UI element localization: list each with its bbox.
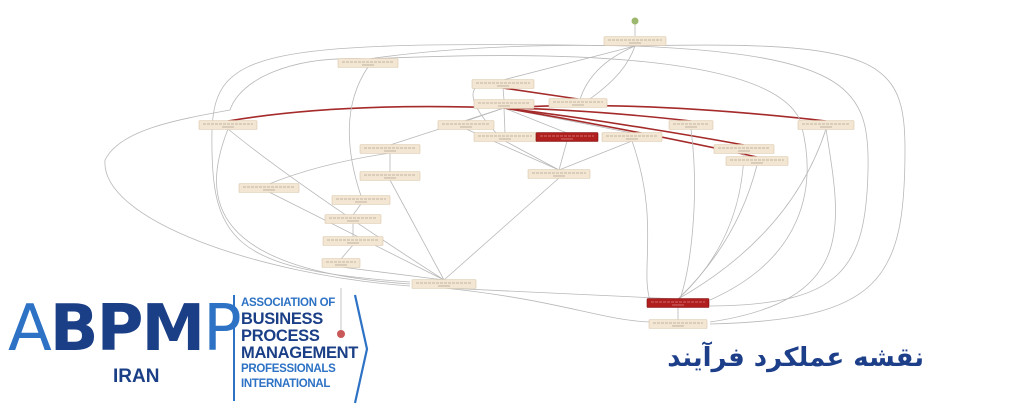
activity-node[interactable]: [473, 132, 537, 142]
end-event-icon: [337, 330, 345, 338]
process-edge: [502, 87, 579, 100]
process-edge: [268, 152, 391, 185]
activity-node[interactable]: [471, 79, 535, 89]
process-map-edges: [104, 24, 906, 330]
activity-node[interactable]: [198, 120, 258, 130]
logo-letter-a: A: [8, 292, 52, 366]
logo-line-process: PROCESS: [241, 327, 320, 345]
activity-node[interactable]: [359, 144, 421, 154]
logo-line-business: BUSINESS: [241, 310, 323, 328]
process-loop-edge: [634, 44, 906, 325]
logo-line-professionals: PROFESSIONALS: [241, 363, 336, 375]
activity-node[interactable]: [668, 120, 714, 130]
logo-divider: [233, 295, 235, 401]
process-edge: [504, 140, 560, 171]
process-loop-edge: [631, 140, 651, 301]
logo-line-international: INTERNATIONAL: [241, 378, 331, 390]
process-edge: [268, 191, 445, 281]
activity-node[interactable]: [725, 156, 789, 166]
logo-chevron-icon: [353, 294, 369, 404]
activity-node[interactable]: [548, 98, 608, 108]
logo-line-association: ASSOCIATION OF: [241, 297, 335, 309]
process-loop-edge: [577, 45, 636, 108]
process-map-nodes: [198, 17, 855, 338]
process-edge: [503, 107, 506, 134]
activity-node[interactable]: [473, 99, 535, 109]
process-edge: [558, 140, 633, 171]
activity-node-highlighted[interactable]: [535, 132, 599, 142]
activity-node[interactable]: [713, 144, 775, 154]
activity-node[interactable]: [601, 132, 663, 142]
process-edge: [348, 66, 369, 197]
activity-node[interactable]: [238, 183, 300, 193]
process-edge: [352, 203, 362, 216]
activity-node[interactable]: [797, 120, 855, 130]
activity-node[interactable]: [411, 279, 477, 289]
logo-country: IRAN: [113, 366, 160, 387]
logo-line-management: MANAGEMENT: [241, 344, 359, 362]
process-loop-edge: [679, 128, 695, 300]
process-edge: [577, 45, 636, 108]
process-edge: [503, 107, 745, 146]
process-loop-edge: [367, 55, 808, 301]
abpmp-iran-logo: ABPMP IRAN ASSOCIATION OF BUSINESS PROCE…: [8, 292, 369, 405]
process-loop-edge: [634, 45, 869, 307]
activity-node[interactable]: [321, 258, 361, 268]
logo-letter-p: P: [203, 292, 242, 366]
start-event-icon: [631, 17, 639, 25]
activity-node[interactable]: [437, 120, 495, 130]
process-edge: [502, 87, 505, 101]
process-edge: [677, 152, 745, 300]
process-edge: [558, 140, 568, 171]
activity-node[interactable]: [648, 319, 708, 329]
process-edge: [389, 179, 445, 281]
process-edge: [502, 45, 636, 81]
process-edge: [443, 287, 679, 300]
process-edge: [227, 105, 505, 122]
process-loop-edge: [211, 44, 636, 283]
process-edge: [227, 128, 445, 281]
process-edge: [677, 128, 827, 300]
activity-node[interactable]: [331, 195, 391, 205]
process-loop-edge: [216, 128, 411, 285]
process-edge: [443, 177, 560, 281]
activity-node[interactable]: [527, 169, 591, 179]
logo-wordmark: ABPMP: [8, 292, 242, 366]
process-loop-edge: [709, 128, 836, 323]
activity-node[interactable]: [322, 236, 384, 246]
activity-node[interactable]: [337, 58, 399, 68]
activity-node-highlighted[interactable]: [646, 298, 710, 308]
process-edge: [677, 164, 758, 300]
activity-node[interactable]: [359, 171, 421, 181]
activity-node[interactable]: [324, 214, 382, 224]
process-edge: [340, 266, 445, 281]
page-title: نقشه عملکرد فرآیند: [667, 343, 924, 373]
logo-association-text: ASSOCIATION OF BUSINESS PROCESS MANAGEME…: [241, 296, 366, 392]
process-loop-edge: [443, 287, 651, 323]
process-edge: [503, 107, 568, 134]
process-loop-edge: [104, 58, 411, 287]
logo-letters-bpm: BPM: [49, 292, 205, 366]
activity-node[interactable]: [603, 36, 667, 46]
process-edge: [340, 244, 354, 260]
process-edge: [503, 104, 827, 122]
